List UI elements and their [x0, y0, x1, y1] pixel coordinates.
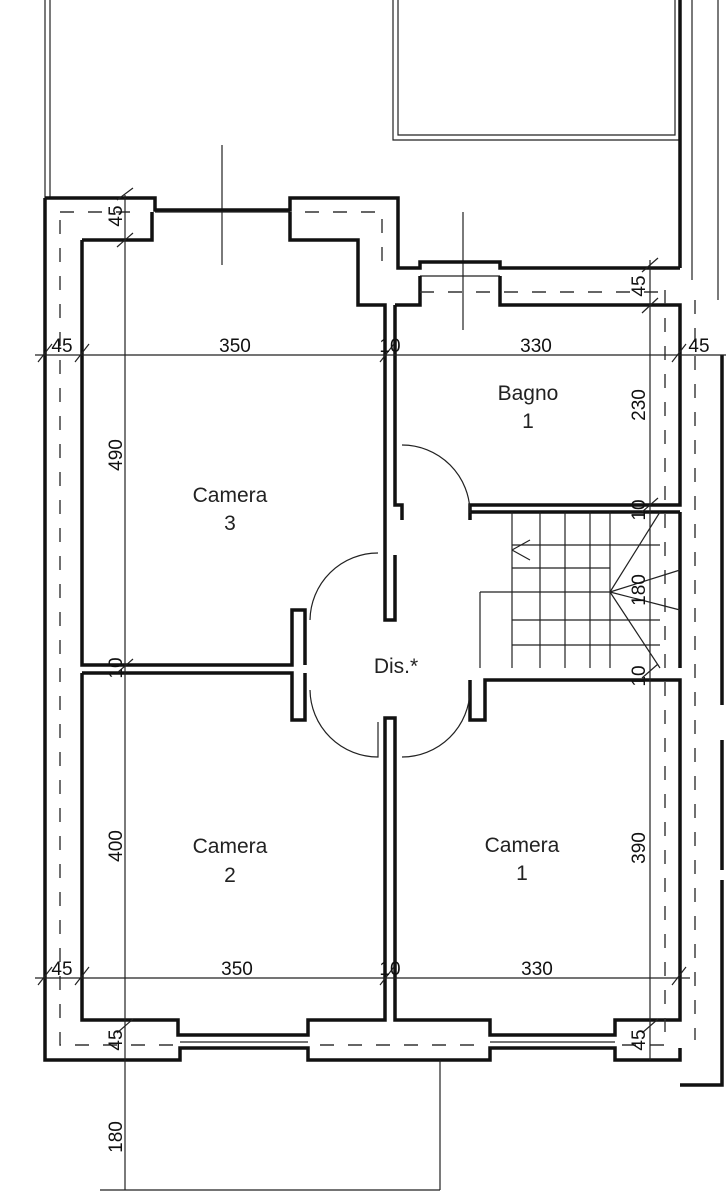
dim-label: 350	[221, 959, 253, 980]
dim-label: 390	[629, 832, 650, 864]
dim-label: 45	[106, 205, 127, 226]
room-name-camera2: Camera	[193, 835, 268, 858]
dim-label: 10	[379, 959, 400, 980]
doors	[309, 444, 471, 758]
dim-label: 10	[106, 657, 127, 678]
room-number-camera1: 1	[516, 862, 528, 885]
dim-label: 330	[520, 336, 552, 357]
dim-label: 10	[379, 336, 400, 357]
dim-label: 400	[106, 830, 127, 862]
dim-label: 45	[629, 275, 650, 296]
dim-label: 490	[106, 439, 127, 471]
dim-label: 10	[629, 665, 650, 686]
walls	[43, 196, 724, 1087]
dim-label: 45	[51, 959, 72, 980]
dim-label: 45	[106, 1029, 127, 1050]
dim-label: 350	[219, 336, 251, 357]
room-name-camera3: Camera	[193, 484, 268, 507]
dim-label: 230	[629, 389, 650, 421]
room-name-bagno: Bagno	[498, 382, 559, 405]
room-name-camera1: Camera	[485, 834, 560, 857]
dimension-lines	[35, 187, 726, 1191]
dim-label: 10	[629, 499, 650, 520]
room-name-disimpegno: Dis.*	[374, 655, 418, 678]
room-number-camera2: 2	[224, 864, 236, 887]
upper-structure	[44, 0, 719, 330]
dim-label: 45	[51, 336, 72, 357]
dim-label: 180	[106, 1121, 127, 1153]
staircase	[479, 511, 681, 669]
dim-label: 180	[629, 574, 650, 606]
dim-label: 330	[521, 959, 553, 980]
room-number-bagno: 1	[522, 410, 534, 433]
dim-label: 45	[688, 336, 709, 357]
dim-label: 45	[629, 1029, 650, 1050]
room-number-camera3: 3	[224, 512, 236, 535]
